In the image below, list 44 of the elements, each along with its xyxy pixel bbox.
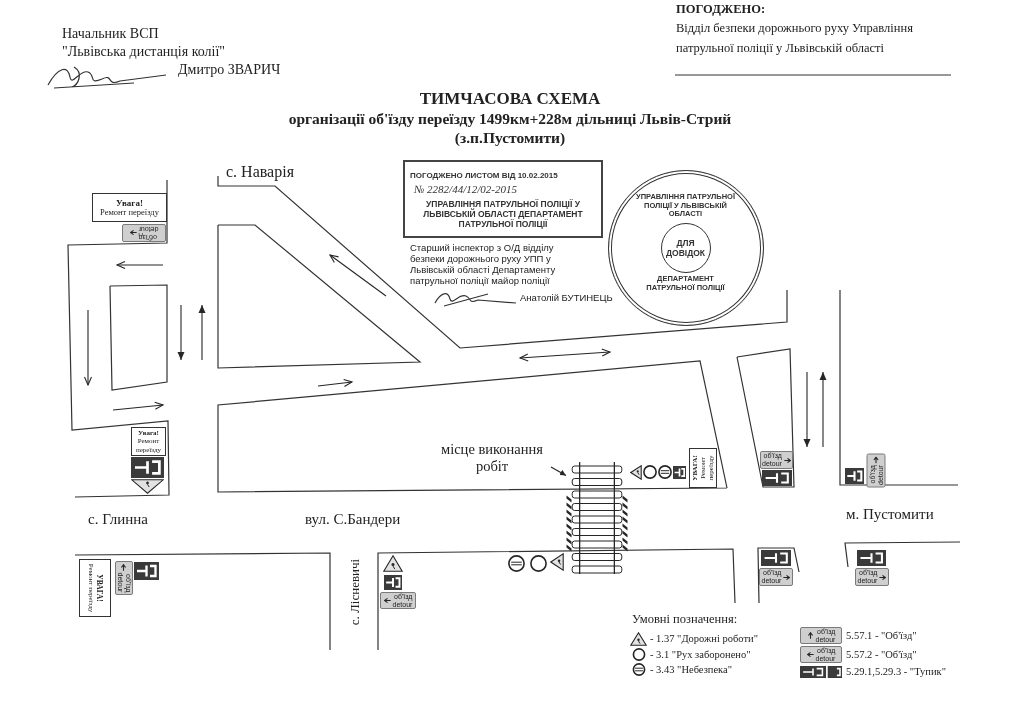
- stamp-text: № 2282/44/12/02-2015: [413, 181, 518, 197]
- warning-sign: [689, 448, 717, 488]
- legend-text: 5.29.1,5.29.3 - "Тупик": [846, 665, 946, 678]
- signatory-text: "Львівська дистанція колії": [62, 44, 226, 61]
- legend-text: - 3.43 "Небезпека": [650, 663, 732, 676]
- sign-text: Ремонт переїзду: [100, 207, 159, 218]
- sign-heading: Увага!: [116, 197, 143, 208]
- subtitle: організації об'їзду переїзду 1499км+228м дільниці Львів-Стрий: [288, 110, 732, 128]
- detour-sign: [759, 568, 793, 586]
- legend-heading: Умовні позначення:: [632, 612, 738, 627]
- subtitle: (з.п.Пустомити): [454, 129, 566, 147]
- stamp-text: ПОГОДЖЕНО ЛИСТОМ ВІД 10.02.2015: [410, 169, 559, 182]
- detour-sign: [380, 592, 416, 609]
- detour-sign: [760, 451, 793, 469]
- leader-arrow: [550, 466, 567, 477]
- legend-text: 5.57.1 - "Об'їзд": [846, 629, 917, 642]
- railway-crossing: [566, 462, 628, 574]
- signatory-text: Начальник ВСП: [62, 26, 159, 43]
- detour-sign: [122, 224, 166, 242]
- stamp-text: УПРАВЛІННЯ ПАТРУЛЬНОЇ ПОЛІЦІЇ У ЛЬВІВСЬКІЙ ОБЛАСТІ ДЕПАРТАМЕНТ ПАТРУЛЬНОЇ ПОЛІЦІЇ: [422, 198, 584, 229]
- detour-sign: [800, 627, 842, 644]
- detour-sign: [800, 646, 842, 663]
- work-site-label: місце виконання робіт: [433, 441, 551, 477]
- warning-sign: [79, 559, 111, 617]
- signatory-name: Дмитро ЗВАРИЧ: [178, 62, 281, 79]
- legend-text: - 3.1 "Рух заборонено": [650, 648, 751, 661]
- detour-sign: [855, 568, 889, 586]
- warning-sign: [131, 427, 166, 456]
- legend-text: 5.57.2 - "Об'їзд": [846, 648, 917, 661]
- warning-sign: [92, 193, 167, 222]
- detour-sign: [866, 453, 885, 487]
- approval-text: Відділ безпеки дорожнього руху Управління патрульної поліції у Львівській області: [676, 20, 914, 57]
- inspector-text: Старший інспектор з О/Д відділу безпеки дорожнього руху УПП у Львівській області Департаменту патрульної поліції майор поліції: [410, 242, 557, 286]
- signatory-name: Анатолій БУТИНЕЦЬ: [520, 293, 613, 304]
- approval-heading: ПОГОДЖЕНО:: [676, 2, 766, 17]
- street-name: вул. С.Бандери: [305, 511, 401, 529]
- place-name: м. Пустомити: [846, 506, 934, 524]
- title: ТИМЧАСОВА СХЕМА: [419, 89, 601, 109]
- detour-sign: [115, 561, 133, 595]
- place-name: с. Глинна: [88, 511, 148, 529]
- approval-stamp: [403, 160, 603, 238]
- place-name: с. Лісневичі: [347, 558, 363, 626]
- legend-text: - 1.37 "Дорожні роботи": [650, 632, 758, 645]
- place-name: с. Наварія: [226, 163, 294, 182]
